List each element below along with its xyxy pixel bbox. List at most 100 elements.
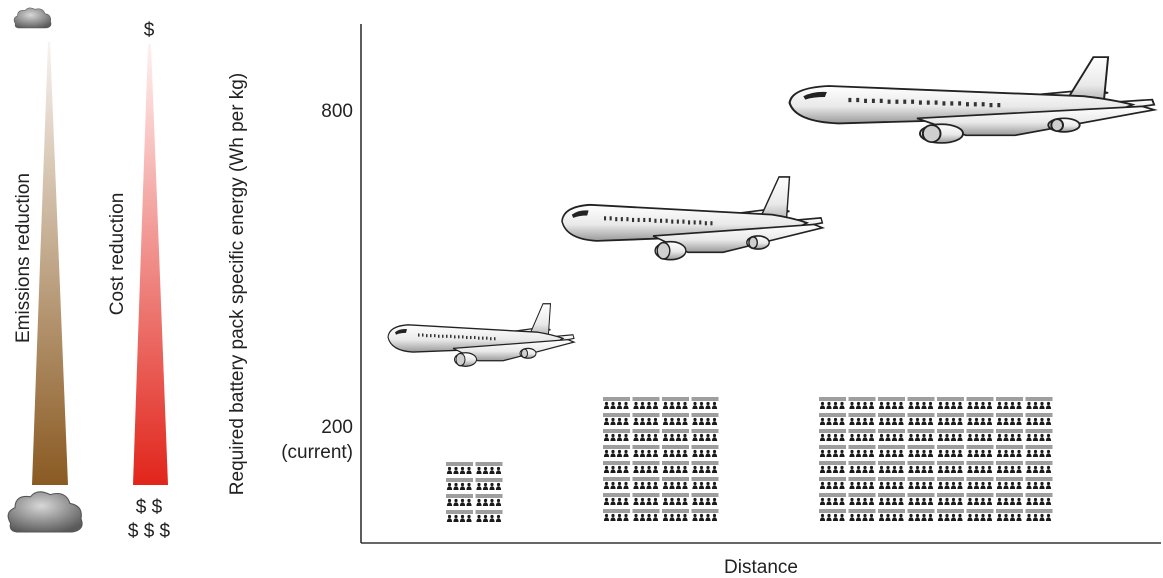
passenger-row-icon <box>849 477 876 489</box>
passenger-row-icon <box>937 461 964 473</box>
passenger-row-icon <box>633 445 660 457</box>
passenger-row-icon <box>692 509 719 521</box>
axes <box>360 24 1161 544</box>
passenger-row-icon <box>937 445 964 457</box>
passenger-row-icon <box>819 445 846 457</box>
passenger-row-icon <box>692 445 719 457</box>
passenger-row-icon <box>633 509 660 521</box>
passenger-row-icon <box>849 397 876 409</box>
passenger-row-icon <box>937 509 964 521</box>
passenger-row-icon <box>996 429 1023 441</box>
passenger-row-icon <box>1026 509 1053 521</box>
small-passenger-block <box>446 462 503 522</box>
x-axis-label: Distance <box>724 557 798 578</box>
passenger-row-icon <box>1026 445 1053 457</box>
passenger-row-icon <box>662 445 689 457</box>
passenger-row-icon <box>849 461 876 473</box>
passenger-row-icon <box>908 493 935 505</box>
passenger-row-icon <box>692 397 719 409</box>
passenger-row-icon <box>662 461 689 473</box>
passenger-row-icon <box>633 493 660 505</box>
emissions-reduction-scale: Emissions reduction <box>7 7 83 533</box>
large-passenger-block <box>819 397 1053 521</box>
cost-reduction-scale: $ $ $ $ $ $ Cost reduction <box>107 20 171 542</box>
passenger-row-icon <box>1026 413 1053 425</box>
passenger-row-icon <box>662 397 689 409</box>
passenger-row-icon <box>446 478 473 490</box>
passenger-row-icon <box>908 461 935 473</box>
jumbo-jet-icon <box>788 56 1156 145</box>
passenger-row-icon <box>967 493 994 505</box>
passenger-row-icon <box>878 493 905 505</box>
cost-top-dollar: $ <box>144 20 155 41</box>
passenger-row-icon <box>819 429 846 441</box>
passenger-row-icon <box>1026 493 1053 505</box>
passenger-row-icon <box>603 477 630 489</box>
regional-jet-icon <box>561 176 824 261</box>
passenger-row-icon <box>692 413 719 425</box>
small-cloud-icon <box>13 7 52 29</box>
passenger-row-icon <box>692 429 719 441</box>
passenger-row-icon <box>996 509 1023 521</box>
passenger-row-icon <box>633 413 660 425</box>
passenger-row-icon <box>908 445 935 457</box>
passenger-row-icon <box>996 413 1023 425</box>
passenger-row-icon <box>819 413 846 425</box>
passenger-row-icon <box>692 477 719 489</box>
passenger-row-icon <box>819 397 846 409</box>
passenger-row-icon <box>996 397 1023 409</box>
passenger-row-icon <box>996 461 1023 473</box>
passenger-row-icon <box>996 445 1023 457</box>
passenger-row-icon <box>878 461 905 473</box>
passenger-row-icon <box>967 397 994 409</box>
passenger-row-icon <box>476 478 503 490</box>
passenger-row-icon <box>937 429 964 441</box>
passenger-row-icon <box>878 397 905 409</box>
passenger-row-icon <box>633 429 660 441</box>
cost-bottom-dollars-row2: $ $ $ <box>128 521 171 542</box>
passenger-row-icon <box>603 493 630 505</box>
passenger-row-icon <box>819 477 846 489</box>
passenger-row-icon <box>819 461 846 473</box>
passenger-row-icon <box>603 445 630 457</box>
passenger-row-icon <box>908 477 935 489</box>
passenger-row-icon <box>967 413 994 425</box>
passenger-row-icon <box>1026 397 1053 409</box>
passenger-row-icon <box>908 413 935 425</box>
passenger-row-icon <box>603 397 630 409</box>
passenger-row-icon <box>849 493 876 505</box>
passenger-row-icon <box>603 429 630 441</box>
passenger-row-icon <box>662 429 689 441</box>
passenger-row-icon <box>662 509 689 521</box>
passenger-row-icon <box>446 510 473 522</box>
passenger-row-icon <box>937 397 964 409</box>
passenger-row-icon <box>967 429 994 441</box>
passenger-row-icon <box>967 461 994 473</box>
passenger-row-icon <box>819 493 846 505</box>
passenger-row-icon <box>849 509 876 521</box>
passenger-row-icon <box>692 493 719 505</box>
cost-reduction-label: Cost reduction <box>107 193 128 316</box>
passenger-row-icon <box>908 509 935 521</box>
emissions-gradient-wedge <box>32 42 68 485</box>
passenger-row-icon <box>937 413 964 425</box>
passenger-row-icon <box>662 477 689 489</box>
passenger-row-icon <box>603 413 630 425</box>
passenger-row-icon <box>908 397 935 409</box>
passenger-row-icon <box>967 509 994 521</box>
passenger-row-icon <box>633 461 660 473</box>
passenger-row-icon <box>967 477 994 489</box>
passenger-row-icon <box>1026 429 1053 441</box>
passenger-row-icon <box>1026 477 1053 489</box>
medium-passenger-block <box>603 397 719 521</box>
emissions-reduction-label: Emissions reduction <box>13 173 34 343</box>
passenger-row-icon <box>878 509 905 521</box>
cost-gradient-wedge <box>133 44 168 485</box>
passenger-row-icon <box>996 493 1023 505</box>
passenger-row-icon <box>878 445 905 457</box>
tick-label-800: 800 <box>321 101 353 122</box>
passenger-row-icon <box>603 461 630 473</box>
passenger-row-icon <box>476 462 503 474</box>
passenger-row-icon <box>967 445 994 457</box>
cost-bottom-dollars-row1: $ $ <box>136 497 163 518</box>
